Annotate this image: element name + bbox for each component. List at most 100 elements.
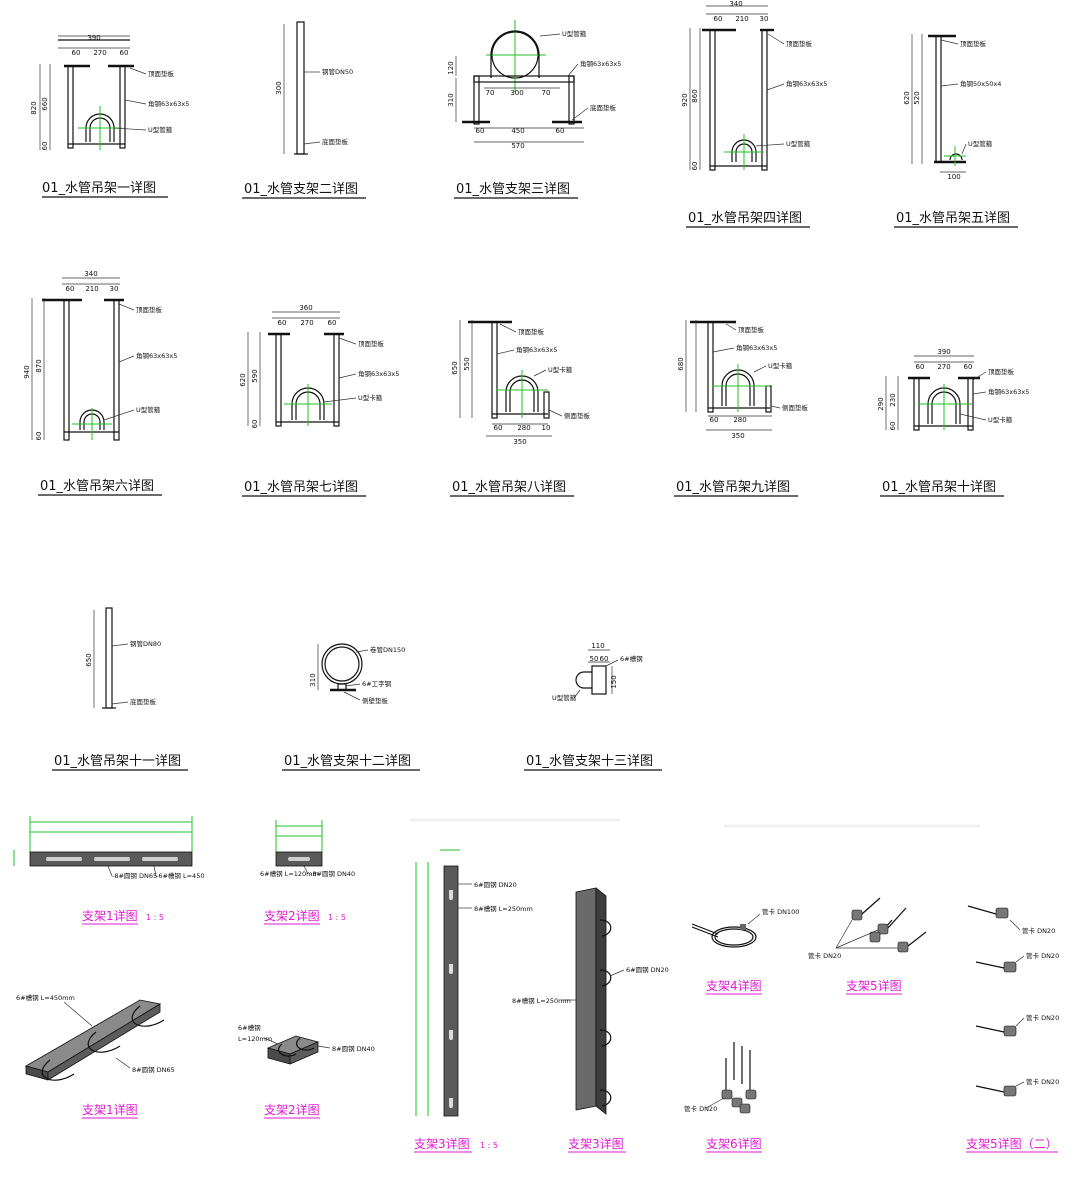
note-label: 8#圆钢 DN65	[132, 1066, 175, 1074]
note-label: 钢管DN50	[322, 67, 353, 76]
detail-6: 340 60 210 30 940 870 60 顶面垫板 角钢63x63x5 …	[23, 270, 177, 496]
dim-label: 650	[451, 361, 459, 374]
dim-label: 100	[947, 173, 960, 181]
note-label: U型卡箍	[548, 365, 573, 374]
dim-label: 60	[916, 363, 925, 371]
detail-4: 340 60 210 30 920 860 60 顶面垫板 角钢63x63x5 …	[681, 0, 827, 228]
note-label: U型管箍	[562, 29, 587, 38]
dim-label: 150	[610, 675, 618, 688]
note-label: 6#圆钢 DN20	[474, 881, 517, 889]
dim-label: 450	[511, 127, 524, 135]
dim-label: 60	[889, 422, 897, 431]
dim-label: 60	[556, 127, 565, 135]
dim-label: 820	[30, 101, 38, 114]
note-label: 侧面垫板	[782, 403, 809, 412]
detail-title: 01_水管支架十三详图	[526, 754, 653, 769]
note-label: L=120mm	[238, 1035, 272, 1043]
dim-label: 30	[110, 285, 119, 293]
dim-label: 550	[463, 357, 471, 370]
scale-label: 1 : 5	[146, 913, 164, 922]
dim-label: 210	[735, 15, 748, 23]
dim-label: 310	[447, 93, 455, 106]
note-label: U型管箍	[148, 125, 173, 134]
dim-label: 390	[937, 348, 950, 356]
dim-label: 680	[677, 357, 685, 370]
dim-label: 50	[590, 655, 599, 663]
dim-label: 270	[937, 363, 950, 371]
note-label: 6#槽钢	[620, 654, 643, 663]
dim-label: 70	[542, 89, 551, 97]
dim-label: 270	[300, 319, 313, 327]
dim-label: 10	[542, 424, 551, 432]
note-label: 顶面垫板	[136, 305, 163, 314]
dim-label: 60	[714, 15, 723, 23]
dim-label: 360	[299, 304, 312, 312]
support-6: 管卡 DN20 支架6详图	[684, 1042, 762, 1153]
dim-label: 60	[72, 49, 81, 57]
note-label: 顶面垫板	[358, 339, 385, 348]
note-label: 顶面垫板	[738, 325, 765, 334]
support-title: 支架1详图	[82, 908, 138, 923]
scale-label: 1 : 5	[480, 1141, 498, 1150]
note-label: 管卡 DN20	[1022, 926, 1055, 935]
detail-title: 01_水管吊架七详图	[244, 480, 358, 495]
detail-title: 01_水管吊架十详图	[882, 480, 996, 495]
note-label: 角钢63x63x5	[988, 387, 1029, 396]
note-label: 8#槽钢 L=250mm	[474, 904, 533, 913]
support-2-iso: 6#槽钢 L=120mm 8#圆钢 DN40 支架2详图	[238, 1023, 375, 1119]
dim-label: 300	[510, 89, 523, 97]
detail-title: 01_水管支架十二详图	[284, 754, 411, 769]
dim-label: 620	[239, 373, 247, 386]
support-title: 支架2详图	[264, 908, 320, 923]
detail-13: 110 50 60 150 6#槽钢 U型管箍 01_水管支架十三详图	[524, 642, 662, 771]
note-label: 底面垫板	[130, 697, 157, 706]
note-label: 6#工字钢	[362, 679, 392, 688]
dim-label: 310	[309, 673, 317, 686]
dim-label: 920	[681, 93, 689, 106]
detail-title: 01_水管吊架一详图	[42, 181, 156, 196]
note-label: 底面垫板	[322, 137, 349, 146]
note-label: 管卡 DN20	[684, 1104, 717, 1113]
note-label: 角钢63x63x5	[736, 343, 777, 352]
dim-label: 870	[35, 359, 43, 372]
dim-label: 60	[494, 424, 503, 432]
note-label: 管卡 DN20	[808, 951, 841, 960]
dim-label: 60	[35, 432, 43, 441]
note-label: 顶面垫板	[518, 327, 545, 336]
detail-12: 310 卷管DN150 6#工字钢 侧壁垫板 01_水管支架十二详图	[282, 643, 420, 771]
detail-title: 01_水管吊架八详图	[452, 480, 566, 495]
dim-label: 110	[591, 642, 604, 650]
detail-title: 01_水管吊架九详图	[676, 480, 790, 495]
note-label: 顶面垫板	[786, 39, 813, 48]
note-label: 侧壁垫板	[362, 696, 389, 705]
note-label: U型管箍	[786, 139, 811, 148]
support-5: 管卡 DN20 支架5详图	[808, 897, 927, 995]
dim-label: 280	[517, 424, 530, 432]
dim-label: 570	[511, 142, 524, 150]
note-label: 6#槽钢	[238, 1023, 261, 1032]
note-label: 角钢50x50x4	[960, 79, 1001, 88]
detail-10: 390 60 270 60 290 230 60 顶面垫板 角钢63x63x5 …	[877, 348, 1029, 497]
dim-label: 210	[85, 285, 98, 293]
dim-label: 290	[877, 397, 885, 410]
scale-label: 1 : 5	[328, 913, 346, 922]
dim-label: 340	[84, 270, 97, 278]
support-title: 支架5详图	[846, 978, 902, 993]
dim-label: 860	[691, 89, 699, 102]
dim-label: 60	[600, 655, 609, 663]
dim-label: 660	[41, 97, 49, 110]
support-4: 管卡 DN100 支架4详图	[691, 824, 980, 995]
note-label: 6#圆钢 DN20	[626, 966, 669, 974]
note-label: 钢管DN80	[130, 639, 161, 648]
note-label: 角钢63x63x5	[580, 59, 621, 68]
support-3-iso: 6#圆钢 DN20 8#槽钢 L=250mm 支架3详图	[512, 887, 669, 1153]
dim-label: 650	[85, 653, 93, 666]
support-title: 支架2详图	[264, 1102, 320, 1117]
dim-label: 60	[476, 127, 485, 135]
dim-label: 940	[23, 365, 31, 378]
note-label: U型管箍	[968, 139, 993, 148]
note-label: 顶面垫板	[148, 69, 175, 78]
detail-11: 650 钢管DN80 底面垫板 01_水管吊架十一详图	[52, 607, 188, 771]
detail-8: 650 550 60 280 10 350 顶面垫板 角钢63x63x5 U型卡…	[450, 320, 591, 497]
